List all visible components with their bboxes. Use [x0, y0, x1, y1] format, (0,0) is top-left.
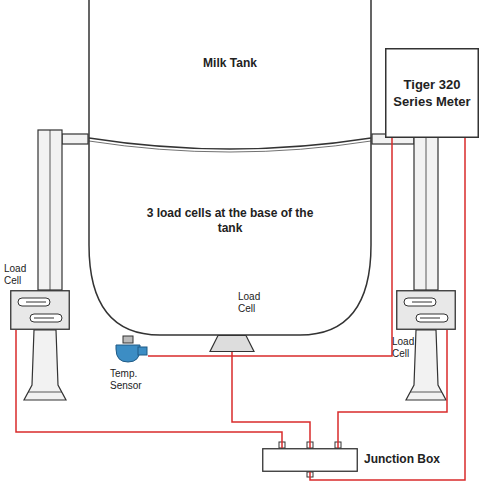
tank-shape: [88, 0, 372, 336]
load-cell-label: Load Cell: [238, 291, 272, 315]
sensor-node: Temp. Sensor: [112, 336, 148, 364]
tank-note: 3 load cells at the base of the tank: [145, 206, 315, 236]
signal-wire: [16, 330, 282, 448]
cell-shape: [10, 290, 70, 330]
junction-label: Junction Box: [364, 452, 464, 467]
tank-title: Milk Tank: [145, 56, 315, 71]
cell-shape: [396, 290, 456, 330]
jbox-node: Junction Box: [262, 448, 358, 472]
signal-wire: [232, 352, 310, 448]
load-cell-label: Load Cell: [392, 336, 420, 360]
meter-shape: [385, 48, 479, 138]
sensor-label: Temp. Sensor: [110, 368, 150, 392]
foot-shape: [208, 335, 256, 352]
meter-node: Tiger 320 Series Meter: [385, 48, 479, 138]
load-cell-label: Load Cell: [4, 263, 34, 287]
tank-node: Milk Tank 3 load cells at the base of the…: [88, 0, 372, 336]
sensor-shape: [112, 336, 148, 364]
meter-label: Tiger 320 Series Meter: [391, 76, 473, 110]
foot-node: Load Cell: [208, 335, 256, 352]
cell-node: Load Cell: [10, 290, 70, 330]
cell-node: Load Cell: [396, 290, 456, 330]
jbox-shape: [262, 448, 358, 472]
